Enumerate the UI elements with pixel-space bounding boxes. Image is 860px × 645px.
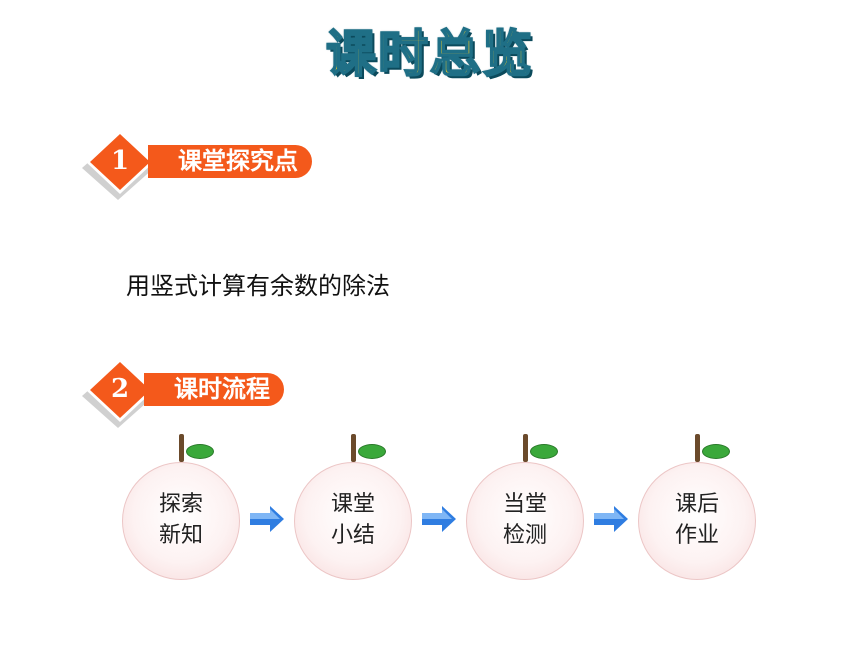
leaf-icon — [358, 444, 386, 459]
topic-text: 用竖式计算有余数的除法 — [126, 272, 390, 300]
step-line-1: 探索 — [158, 492, 203, 517]
section-number: 1 — [110, 146, 130, 176]
diamond-badge-icon — [82, 130, 154, 200]
step-line-2: 作业 — [674, 523, 719, 548]
step-label: 当堂检测 — [466, 462, 584, 578]
diamond-badge-icon — [82, 358, 154, 428]
apple-shape — [294, 462, 412, 580]
apple-stem-icon — [695, 434, 700, 462]
apple-stem-icon — [179, 434, 184, 462]
step-line-1: 课堂 — [330, 492, 375, 517]
step-label: 探索新知 — [122, 462, 240, 578]
page-title: 课时总览 — [325, 24, 534, 84]
step-label: 课后作业 — [638, 462, 756, 578]
right-arrow-icon — [250, 506, 284, 532]
right-arrow-icon — [422, 506, 456, 532]
flow-step: 探索新知 — [122, 434, 242, 584]
section-label: 课时流程 — [144, 373, 284, 406]
right-arrow-icon — [594, 506, 628, 532]
leaf-icon — [702, 444, 730, 459]
leaf-icon — [186, 444, 214, 459]
step-line-2: 小结 — [330, 523, 375, 548]
flow-step: 课后作业 — [638, 434, 758, 584]
leaf-icon — [530, 444, 558, 459]
step-line-1: 课后 — [674, 492, 719, 517]
section-label: 课堂探究点 — [148, 145, 312, 178]
apple-stem-icon — [523, 434, 528, 462]
apple-shape — [466, 462, 584, 580]
flow-step: 课堂小结 — [294, 434, 414, 584]
flow-step: 当堂检测 — [466, 434, 586, 584]
section-header-1: 1 课堂探究点 — [78, 128, 338, 200]
step-line-2: 检测 — [502, 523, 547, 548]
apple-shape — [638, 462, 756, 580]
step-line-1: 当堂 — [502, 492, 547, 517]
apple-shape — [122, 462, 240, 580]
step-label: 课堂小结 — [294, 462, 412, 578]
section-header-2: 2 课时流程 — [78, 356, 318, 428]
apple-stem-icon — [351, 434, 356, 462]
step-line-2: 新知 — [158, 523, 203, 548]
section-number: 2 — [110, 374, 130, 404]
